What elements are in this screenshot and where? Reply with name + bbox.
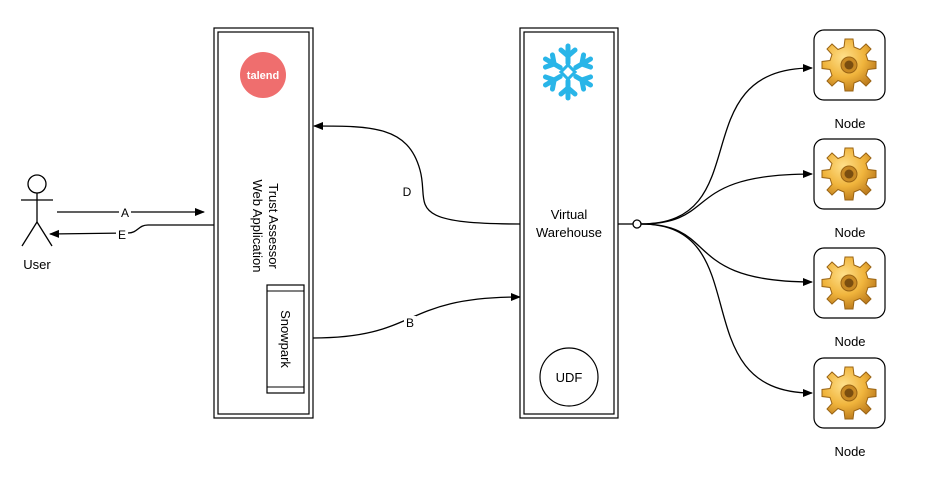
edge-e: E — [49, 224, 214, 242]
udf-circle: UDF — [539, 347, 599, 407]
node-label: Node — [834, 225, 865, 240]
node-label: Node — [834, 116, 865, 131]
node-label: Node — [834, 444, 865, 459]
node-1: Node — [813, 29, 886, 131]
edge-d: D — [313, 122, 521, 225]
snowpark-label: Snowpark — [278, 310, 293, 368]
user-icon — [21, 174, 53, 247]
web-app-title-line1: Trust Assessor — [266, 183, 281, 269]
talend-logo: talend — [240, 52, 286, 98]
user-label: User — [23, 257, 51, 272]
edge-a-label: A — [121, 206, 129, 220]
edge-node-1 — [640, 64, 813, 225]
edge-a: A — [57, 206, 205, 220]
gear-icon — [821, 147, 877, 201]
web-app-box: talend Trust Assessor Web Application Sn… — [213, 27, 314, 419]
user-actor: User — [21, 174, 53, 272]
edge-e-label: E — [118, 228, 126, 242]
node-edges — [618, 64, 813, 397]
node-4: Node — [813, 357, 886, 459]
warehouse-title-line2: Warehouse — [536, 225, 602, 240]
gear-icon — [821, 38, 877, 92]
warehouse-title-line1: Virtual — [551, 207, 588, 222]
web-app-title: Trust Assessor Web Application — [250, 180, 281, 273]
gear-icon — [821, 256, 877, 310]
node-2: Node — [813, 138, 886, 240]
edge-b-label: B — [406, 316, 414, 330]
fanout-connector — [632, 219, 642, 229]
virtual-warehouse-box: Virtual Warehouse UDF — [519, 27, 619, 419]
edge-node-3 — [640, 223, 813, 286]
edge-node-2 — [640, 170, 813, 225]
udf-label: UDF — [556, 370, 583, 385]
talend-logo-text: talend — [247, 70, 279, 82]
snowflake-icon — [542, 43, 594, 101]
node-label: Node — [834, 334, 865, 349]
web-app-title-line2: Web Application — [250, 180, 265, 273]
edge-b: B — [312, 293, 521, 339]
edge-d-label: D — [403, 185, 412, 199]
gear-icon — [821, 366, 877, 420]
node-3: Node — [813, 247, 886, 349]
edge-node-4 — [640, 223, 813, 397]
snowpark-module: Snowpark — [266, 284, 305, 394]
